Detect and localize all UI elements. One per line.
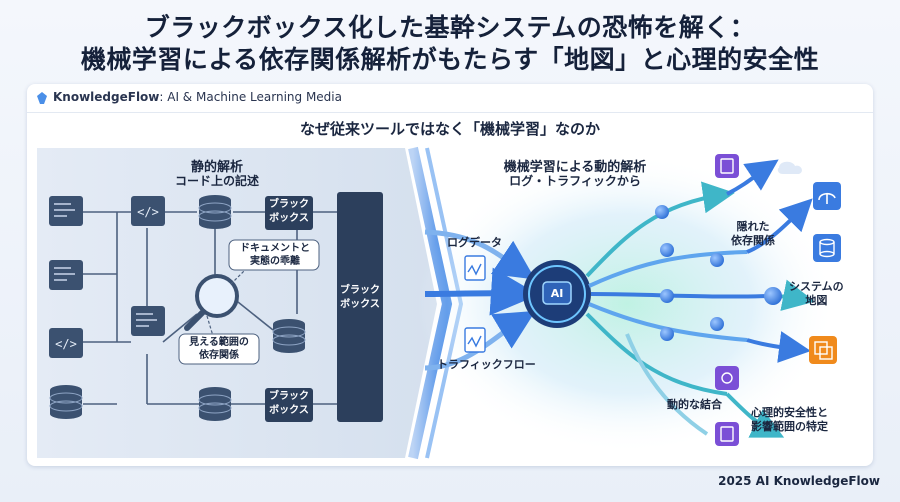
database-icon <box>198 195 232 229</box>
blackbox-top: ブラック ボックス <box>265 196 313 230</box>
psych-safety-label: 心理的安全性と 影響範囲の特定 <box>751 406 828 433</box>
code-brackets-icon: </> <box>131 196 165 226</box>
code-file-icon <box>49 196 83 226</box>
code-file-icon <box>131 306 165 336</box>
network-node <box>710 253 724 267</box>
static-analysis-subheading: コード上の記述 <box>174 174 260 188</box>
svg-text:</>: </> <box>137 205 159 219</box>
svg-text:</>: </> <box>55 337 77 351</box>
static-analysis-panel: </> </> <box>37 146 464 460</box>
ai-brain-icon <box>523 260 591 328</box>
document-service-icon <box>715 422 739 446</box>
callout-visible-bubble <box>178 333 260 365</box>
page-title-line1: ブラックボックス化した基幹システムの恐怖を解く： <box>144 13 756 42</box>
cloud-upload-icon <box>813 182 841 210</box>
cloud-icon <box>777 161 802 174</box>
network-node <box>660 327 674 341</box>
system-map-label: システムの 地図 <box>789 280 844 307</box>
ml-analysis-subheading: ログ・トラフィックから <box>509 174 641 188</box>
document-service-icon <box>715 154 739 178</box>
code-file-icon <box>49 260 83 290</box>
callout-line <box>206 315 214 337</box>
callout-visible-label: 見える範囲の 依存関係 <box>189 337 249 361</box>
copy-service-icon <box>809 336 837 364</box>
network-node <box>710 317 724 331</box>
blackbox-tall-label: ブラック ボックス <box>340 285 380 310</box>
database-icon <box>272 319 306 353</box>
blackbox-bottom: ブラック ボックス <box>265 388 313 422</box>
diagram-card: KnowledgeFlow: AI & Machine Learning Med… <box>27 84 873 466</box>
brand-text: KnowledgeFlow: AI & Machine Learning Med… <box>53 90 342 104</box>
brand-tagline: : AI & Machine Learning Media <box>159 90 342 104</box>
page-title-line2: 機械学習による依存関係解析がもたらす「地図」と心理的安全性 <box>80 45 820 74</box>
hidden-deps-label: 隠れた 依存関係 <box>731 220 775 247</box>
output-flows <box>585 159 815 438</box>
traffic-flow-label: トラフィックフロー <box>437 358 536 371</box>
log-file-icon <box>464 327 486 353</box>
network-node <box>660 243 674 257</box>
dynamic-coupling-label: 動的な結合 <box>667 398 722 411</box>
log-file-icon <box>464 255 486 281</box>
brand-bar: KnowledgeFlow: AI & Machine Learning Med… <box>27 84 873 113</box>
network-node <box>764 287 782 305</box>
code-brackets-icon: </> <box>49 328 83 358</box>
footer-credit: 2025 AI KnowledgeFlow <box>718 474 880 488</box>
input-flow-arrow <box>424 267 539 316</box>
diagram-canvas: </> </> <box>37 146 841 460</box>
static-analysis-heading: 静的解析 <box>190 160 244 175</box>
ml-analysis-panel <box>417 154 841 454</box>
database-icon <box>49 385 83 419</box>
ml-analysis-heading: 機械学習による動的解析 <box>503 160 647 175</box>
magnifier-icon <box>184 274 239 331</box>
blackbox-tall <box>337 192 383 422</box>
settings-service-icon <box>715 366 739 390</box>
callout-gap-label: ドキュメントと 実態の乖離 <box>240 243 310 267</box>
database-service-icon <box>813 234 841 262</box>
network-node <box>660 289 674 303</box>
brand-logo-icon <box>37 92 47 104</box>
ai-label: AI <box>550 287 564 300</box>
network-node <box>655 205 669 219</box>
database-icon <box>198 387 232 421</box>
log-data-label: ログデータ <box>447 236 502 249</box>
callout-gap-bubble <box>228 239 320 271</box>
brand-name: KnowledgeFlow <box>53 90 160 104</box>
diagram-subtitle: なぜ従来ツールではなく「機械学習」なのか <box>299 120 600 138</box>
